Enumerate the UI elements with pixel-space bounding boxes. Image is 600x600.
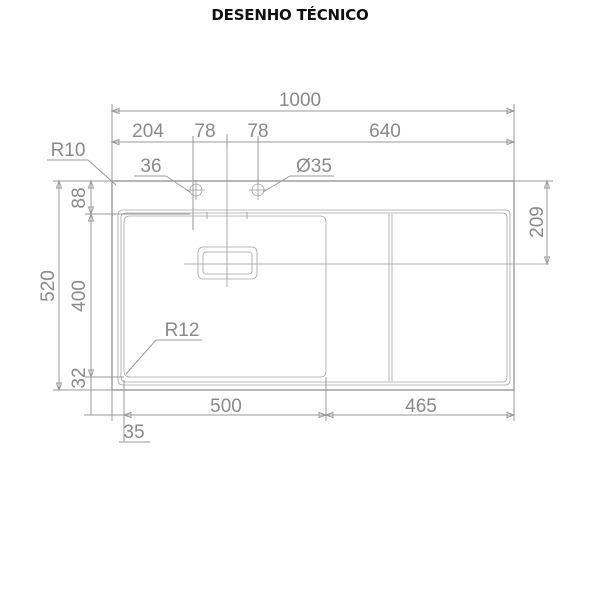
tap-holes [187,180,267,200]
dim-corner-radius: R10 [51,140,86,161]
right-dimensions [514,179,553,266]
dim-bowl-corner-radius: R12 [165,320,200,341]
center-lines [184,134,549,287]
sink-rim-inner [120,212,508,383]
dimension-labels: 1000 204 78 78 640 R10 36 Ø35 R12 500 46… [38,90,548,443]
sink-outline [111,180,515,391]
left-dimensions [53,179,190,415]
sink-rim [117,209,511,386]
dim-side-margin: 35 [123,422,144,443]
dim-overall-depth: 520 [38,270,59,302]
page-title: DESENHO TÉCNICO [211,6,369,24]
bottom-dimensions [84,377,516,443]
sink-outer-edge [111,180,515,391]
dim-tap-hole-diameter: Ø35 [296,156,332,177]
dim-drainer-width: 465 [405,396,437,417]
dim-drainer-height: 209 [527,206,548,238]
dim-tap-spacing-right: 78 [247,121,268,142]
sink-bowl [123,215,327,378]
dim-left-margin: 204 [132,121,164,142]
dim-top-to-bowl: 88 [69,187,90,208]
drain-inner [202,251,253,275]
dim-bowl-depth: 400 [69,280,90,312]
leaders [47,159,334,375]
drain-outer [197,246,258,280]
top-dimensions [110,104,516,230]
dim-bottom-margin: 32 [69,367,90,388]
dim-overall-width: 1000 [279,90,321,111]
dim-bowl-width: 500 [210,396,242,417]
dim-right-span: 640 [369,121,401,142]
dim-tap-hole-offset: 36 [140,156,161,177]
dim-tap-spacing-left: 78 [194,121,215,142]
